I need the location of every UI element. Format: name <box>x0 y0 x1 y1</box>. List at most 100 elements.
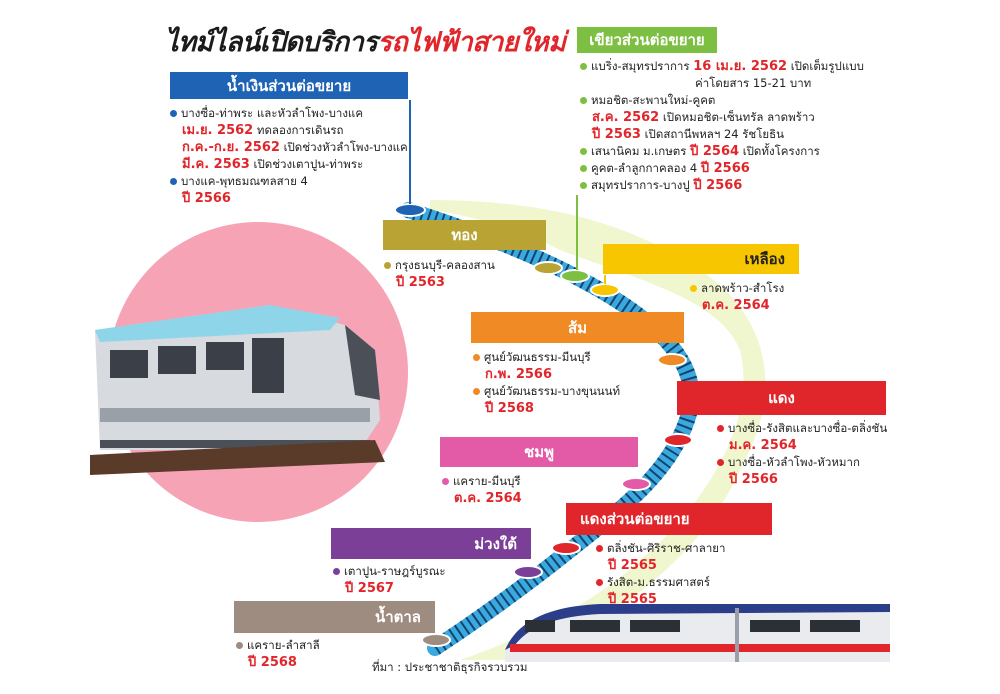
line-info-red-ext: ตลิ่งชัน-ศิริราช-ศาลายา ปี 2565 รังสิต-ม… <box>596 540 725 608</box>
bullet-icon <box>170 110 177 117</box>
green-ribbon-bg <box>430 200 766 660</box>
line-name: ทอง <box>451 226 478 244</box>
line-info-pink: แคราย-มีนบุรี ต.ค. 2564 <box>442 473 522 507</box>
list-item: รังสิต-ม.ธรรมศาสตร์ <box>596 574 725 591</box>
list-item: บางซื่อ-หัวลำโพง-หัวหมาก <box>717 454 887 471</box>
list-item: ปี 2567 <box>333 580 446 597</box>
station-marker-yellow <box>590 283 620 297</box>
station-marker-pink <box>621 477 651 491</box>
route-label: คูคต-ลำลูกกาคลอง 4 <box>591 161 698 175</box>
line-info-yellow: ลาดพร้าว-สำโรง ต.ค. 2564 <box>690 280 784 314</box>
railway-ties <box>405 202 700 655</box>
list-item: ปี 2568 <box>236 654 320 671</box>
list-item: ศูนย์วัฒนธรรม-บางขุนนนท์ <box>473 383 620 400</box>
list-item: ปี 2568 <box>473 400 620 417</box>
line-header-red-ext: แดงส่วนต่อขยาย <box>566 503 772 535</box>
date-label: ก.พ. 2566 <box>485 367 553 382</box>
list-item: แคราย-มีนบุรี <box>442 473 522 490</box>
line-info-brown: แคราย-ลำสาลี ปี 2568 <box>236 637 320 671</box>
line-name: แดงส่วนต่อขยาย <box>580 510 690 528</box>
route-label: กรุงธนบุรี-คลองสาน <box>395 258 495 272</box>
line-name: น้ำตาล <box>374 608 421 626</box>
route-label: บางซื่อ-ท่าพระ และหัวลำโพง-บางแค <box>181 106 364 120</box>
list-item: ปี 2563 เปิดสถานีพหลฯ 24 รัชโยธิน <box>580 126 864 143</box>
line-info-gold: กรุงธนบุรี-คลองสาน ปี 2563 <box>384 257 495 291</box>
list-item: เม.ย. 2562 ทดลองการเดินรถ <box>170 122 408 139</box>
bullet-icon <box>333 568 340 575</box>
route-label: บางแค-พุทธมณฑลสาย 4 <box>181 174 308 188</box>
list-item: ตลิ่งชัน-ศิริราช-ศาลายา <box>596 540 725 557</box>
date-label: ปี 2567 <box>345 581 394 596</box>
route-label: บางซื่อ-หัวลำโพง-หัวหมาก <box>728 455 860 469</box>
station-marker-brown <box>421 633 451 647</box>
bullet-icon <box>717 459 724 466</box>
connector-lines <box>409 100 606 284</box>
date-label: ปี 2565 <box>608 558 657 573</box>
list-item: ต.ค. 2564 <box>690 297 784 314</box>
route-label: ศูนย์วัฒนธรรม-บางขุนนนท์ <box>484 384 621 398</box>
line-name: แดง <box>768 389 795 407</box>
date-label: ปี 2563 <box>592 127 641 142</box>
date-label: ปี 2566 <box>729 472 778 487</box>
route-label: แคราย-มีนบุรี <box>453 474 521 488</box>
station-marker-orange <box>657 353 687 367</box>
note-label: เปิดเต็มรูปแบบ <box>790 59 864 73</box>
route-label: เตาปูน-ราษฎร์บูรณะ <box>344 564 446 578</box>
date-label: ม.ค. 2564 <box>729 438 797 453</box>
list-item: ม.ค. 2564 <box>717 437 887 454</box>
bullet-icon <box>690 285 697 292</box>
line-info-blue: บางซื่อ-ท่าพระ และหัวลำโพง-บางแค เม.ย. 2… <box>170 105 408 207</box>
bullet-icon <box>596 545 603 552</box>
line-header-purple: ม่วงใต้ <box>331 528 531 559</box>
line-header-gold: ทอง <box>383 220 546 250</box>
list-item: ก.พ. 2566 <box>473 366 620 383</box>
station-marker-red-ext <box>551 541 581 555</box>
bullet-icon <box>580 97 587 104</box>
bullet-icon <box>170 178 177 185</box>
source-credit: ที่มา : ประชาชาติธุรกิจรวบรวม <box>372 660 528 674</box>
list-item: บางซื่อ-ท่าพระ และหัวลำโพง-บางแค <box>170 105 408 122</box>
list-item: บางแค-พุทธมณฑลสาย 4 <box>170 173 408 190</box>
list-item: บางซื่อ-รังสิตและบางซื่อ-ตลิ่งชัน <box>717 420 887 437</box>
line-header-red: แดง <box>677 381 886 415</box>
line-name: ชมพู <box>524 443 554 461</box>
route-label: บางซื่อ-รังสิตและบางซื่อ-ตลิ่งชัน <box>728 421 888 435</box>
list-item: ศูนย์วัฒนธรรม-มีนบุรี <box>473 349 620 366</box>
list-item: มี.ค. 2563 เปิดช่วงเตาปูน-ท่าพระ <box>170 156 408 173</box>
note-label: เปิดหมอชิต-เซ็นทรัล ลาดพร้าว <box>662 110 815 124</box>
line-name: เขียวส่วนต่อขยาย <box>589 31 705 49</box>
list-item: ปี 2565 <box>596 557 725 574</box>
bullet-icon <box>596 579 603 586</box>
list-item: ลาดพร้าว-สำโรง <box>690 280 784 297</box>
date-label: มี.ค. 2563 <box>182 157 250 172</box>
date-label: ปี 2566 <box>182 191 231 206</box>
list-item: เตาปูน-ราษฎร์บูรณะ <box>333 563 446 580</box>
list-item: เสนานิคม ม.เกษตร ปี 2564 เปิดทั้งโครงการ <box>580 143 864 160</box>
date-label: ปี 2565 <box>608 592 657 607</box>
list-item: หมอชิต-สะพานใหม่-คูคต <box>580 92 864 109</box>
list-item: กรุงธนบุรี-คลองสาน <box>384 257 495 274</box>
route-label: ศูนย์วัฒนธรรม-มีนบุรี <box>484 350 591 364</box>
note-label: เปิดช่วงเตาปูน-ท่าพระ <box>253 157 364 171</box>
list-item: ก.ค.-ก.ย. 2562 เปิดช่วงหัวลำโพง-บางแค <box>170 139 408 156</box>
date-label: ปี 2563 <box>396 275 445 290</box>
list-item: ส.ค. 2562 เปิดหมอชิต-เซ็นทรัล ลาดพร้าว <box>580 109 864 126</box>
train-illustration <box>90 305 385 475</box>
date-label: ต.ค. 2564 <box>702 298 770 313</box>
line-header-pink: ชมพู <box>440 437 638 467</box>
bullet-icon <box>717 425 724 432</box>
list-item: แคราย-ลำสาลี <box>236 637 320 654</box>
list-item: แบริ่ง-สมุทรปราการ 16 เม.ย. 2562 เปิดเต็… <box>580 58 864 75</box>
bullet-icon <box>236 642 243 649</box>
bullet-icon <box>384 262 391 269</box>
line-header-brown: น้ำตาล <box>234 601 435 633</box>
route-label: ตลิ่งชัน-ศิริราช-ศาลายา <box>607 541 726 555</box>
date-label: เม.ย. 2562 <box>182 123 254 138</box>
note-label: ค่าโดยสาร 15-21 บาท <box>695 76 812 90</box>
bullet-icon <box>442 478 449 485</box>
title-part1: ไทม์ไลน์เปิดบริการ <box>165 27 378 58</box>
route-label: ลาดพร้าว-สำโรง <box>701 281 785 295</box>
route-label: รังสิต-ม.ธรรมศาสตร์ <box>607 575 711 589</box>
route-label: แคราย-ลำสาลี <box>247 638 320 652</box>
